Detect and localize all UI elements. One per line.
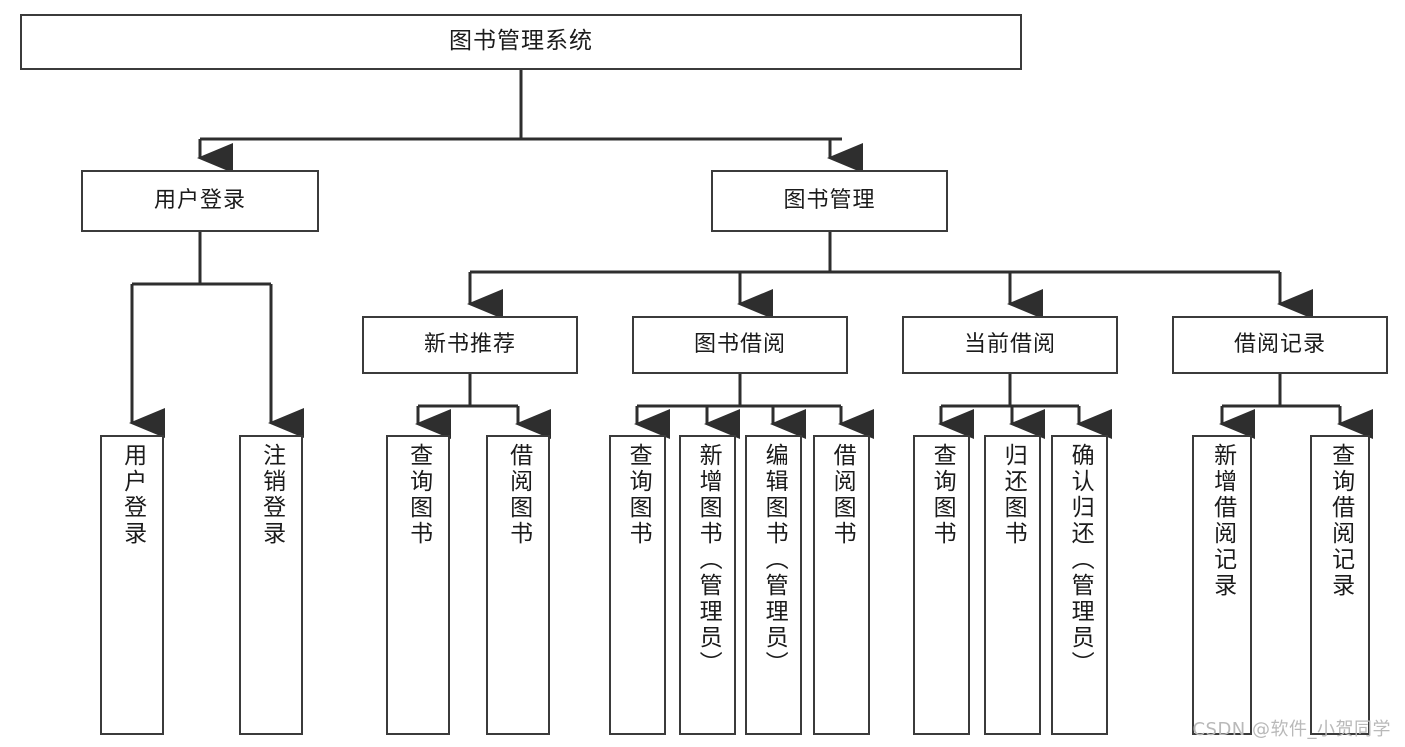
leaf-user-logout-label: 注销登录 (258, 443, 285, 547)
leaf-borrow-book[interactable]: 借阅图书 (813, 435, 870, 735)
node-book-management[interactable]: 图书管理 (711, 170, 948, 232)
leaf-add-book-admin[interactable]: 新增图书（管理员） (679, 435, 736, 735)
watermark: CSDN @软件_小贺同学 (1192, 719, 1391, 740)
leaf-borrow-book-recommend-label: 借阅图书 (505, 443, 532, 547)
leaf-user-logout[interactable]: 注销登录 (239, 435, 303, 735)
leaf-return-book-label: 归还图书 (1000, 443, 1027, 547)
leaf-borrow-book-label: 借阅图书 (829, 443, 856, 547)
leaf-query-book-current[interactable]: 查询图书 (913, 435, 970, 735)
node-user-login-label: 用户登录 (153, 187, 246, 213)
leaf-add-book-admin-label: 新增图书（管理员） (695, 443, 722, 677)
node-current-borrow[interactable]: 当前借阅 (902, 316, 1118, 374)
node-root[interactable]: 图书管理系统 (20, 14, 1022, 70)
leaf-borrow-book-recommend[interactable]: 借阅图书 (486, 435, 550, 735)
node-borrow-record[interactable]: 借阅记录 (1172, 316, 1388, 374)
leaf-query-book-borrow[interactable]: 查询图书 (609, 435, 666, 735)
node-current-borrow-label: 当前借阅 (963, 331, 1056, 357)
leaf-query-book-recommend[interactable]: 查询图书 (386, 435, 450, 735)
leaf-add-borrow-record[interactable]: 新增借阅记录 (1192, 435, 1252, 735)
node-book-borrow-label: 图书借阅 (693, 331, 786, 357)
leaf-query-borrow-record[interactable]: 查询借阅记录 (1310, 435, 1370, 735)
leaf-user-login[interactable]: 用户登录 (100, 435, 164, 735)
leaf-return-book[interactable]: 归还图书 (984, 435, 1041, 735)
node-book-management-label: 图书管理 (783, 187, 876, 213)
leaf-query-book-recommend-label: 查询图书 (405, 443, 432, 547)
node-root-label: 图书管理系统 (449, 28, 593, 55)
node-borrow-record-label: 借阅记录 (1233, 331, 1326, 357)
leaf-confirm-return-admin[interactable]: 确认归还（管理员） (1051, 435, 1108, 735)
node-new-book-recommend[interactable]: 新书推荐 (362, 316, 578, 374)
leaf-add-borrow-record-label: 新增借阅记录 (1209, 443, 1236, 599)
leaf-confirm-return-admin-label: 确认归还（管理员） (1067, 443, 1094, 677)
leaf-query-book-current-label: 查询图书 (929, 443, 956, 547)
node-new-book-recommend-label: 新书推荐 (423, 331, 516, 357)
leaf-query-book-borrow-label: 查询图书 (625, 443, 652, 547)
node-book-borrow[interactable]: 图书借阅 (632, 316, 848, 374)
leaf-edit-book-admin[interactable]: 编辑图书（管理员） (745, 435, 802, 735)
node-user-login[interactable]: 用户登录 (81, 170, 319, 232)
leaf-user-login-label: 用户登录 (119, 443, 146, 547)
leaf-query-borrow-record-label: 查询借阅记录 (1327, 443, 1354, 599)
leaf-edit-book-admin-label: 编辑图书（管理员） (761, 443, 788, 677)
